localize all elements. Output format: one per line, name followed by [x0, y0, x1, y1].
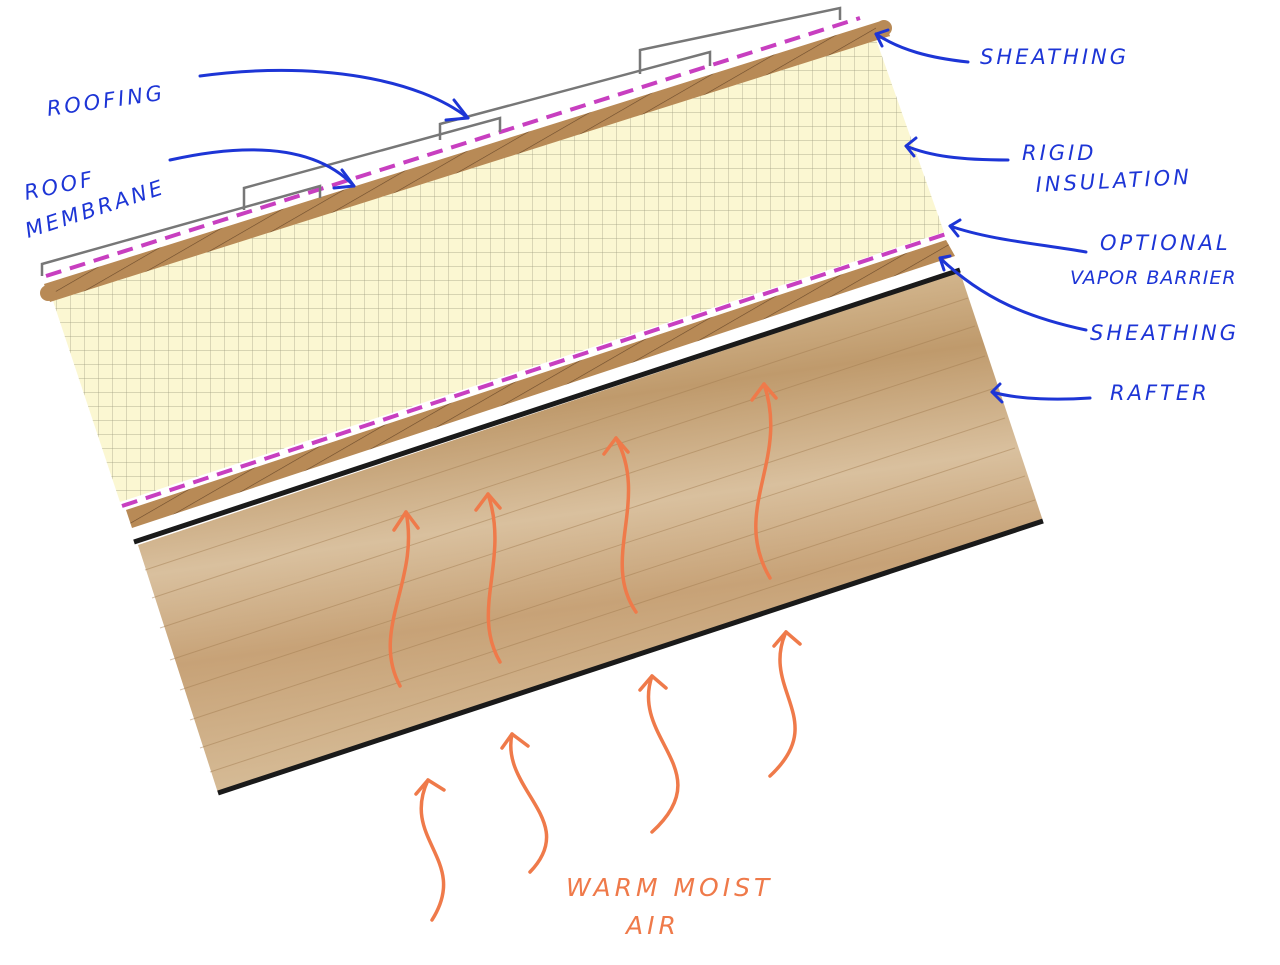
lower-sheathing [126, 240, 955, 528]
label-vapor-1: OPTIONAL [1100, 231, 1231, 255]
label-rafter: RAFTER [1110, 381, 1210, 405]
label-sheathing-top: SHEATHING [980, 45, 1129, 69]
label-rigid-2: INSULATION [1035, 165, 1192, 197]
airflow-arrow [414, 778, 446, 922]
rafter [133, 267, 1044, 796]
label-rigid-1: RIGID [1022, 141, 1096, 165]
vapor-barrier-arrow [948, 218, 1088, 254]
roofing-arrow [198, 68, 470, 122]
airflow-arrow [638, 674, 680, 834]
airflow-arrow [388, 510, 420, 688]
warm-air-arrows [388, 382, 802, 922]
rafter-arrow [990, 382, 1092, 404]
label-warm-moist: WARM MOIST [566, 873, 773, 902]
vapor-barrier-line [121, 232, 947, 508]
label-sheathing-bottom: SHEATHING [1090, 321, 1239, 345]
airflow-arrow [474, 492, 502, 664]
airflow-arrow [768, 630, 802, 778]
rigid-insulation [52, 28, 944, 502]
annotation-arrows [168, 28, 1092, 404]
sheathing-bottom-arrow [938, 254, 1088, 332]
airflow-arrow [602, 436, 638, 614]
sheathing-top-arrow [874, 28, 970, 64]
label-vapor-2: VAPOR BARRIER [1070, 267, 1237, 289]
upper-sheathing [40, 20, 892, 302]
label-roofing: ROOFING [45, 81, 166, 121]
roof-membrane-line [45, 16, 861, 278]
airflow-arrow [500, 732, 549, 874]
roof-membrane-arrow [168, 148, 356, 190]
airflow-arrow [750, 382, 778, 580]
roofing-shingles [40, 6, 842, 276]
label-air: AIR [624, 911, 680, 940]
rigid-insulation-arrow [904, 136, 1010, 162]
